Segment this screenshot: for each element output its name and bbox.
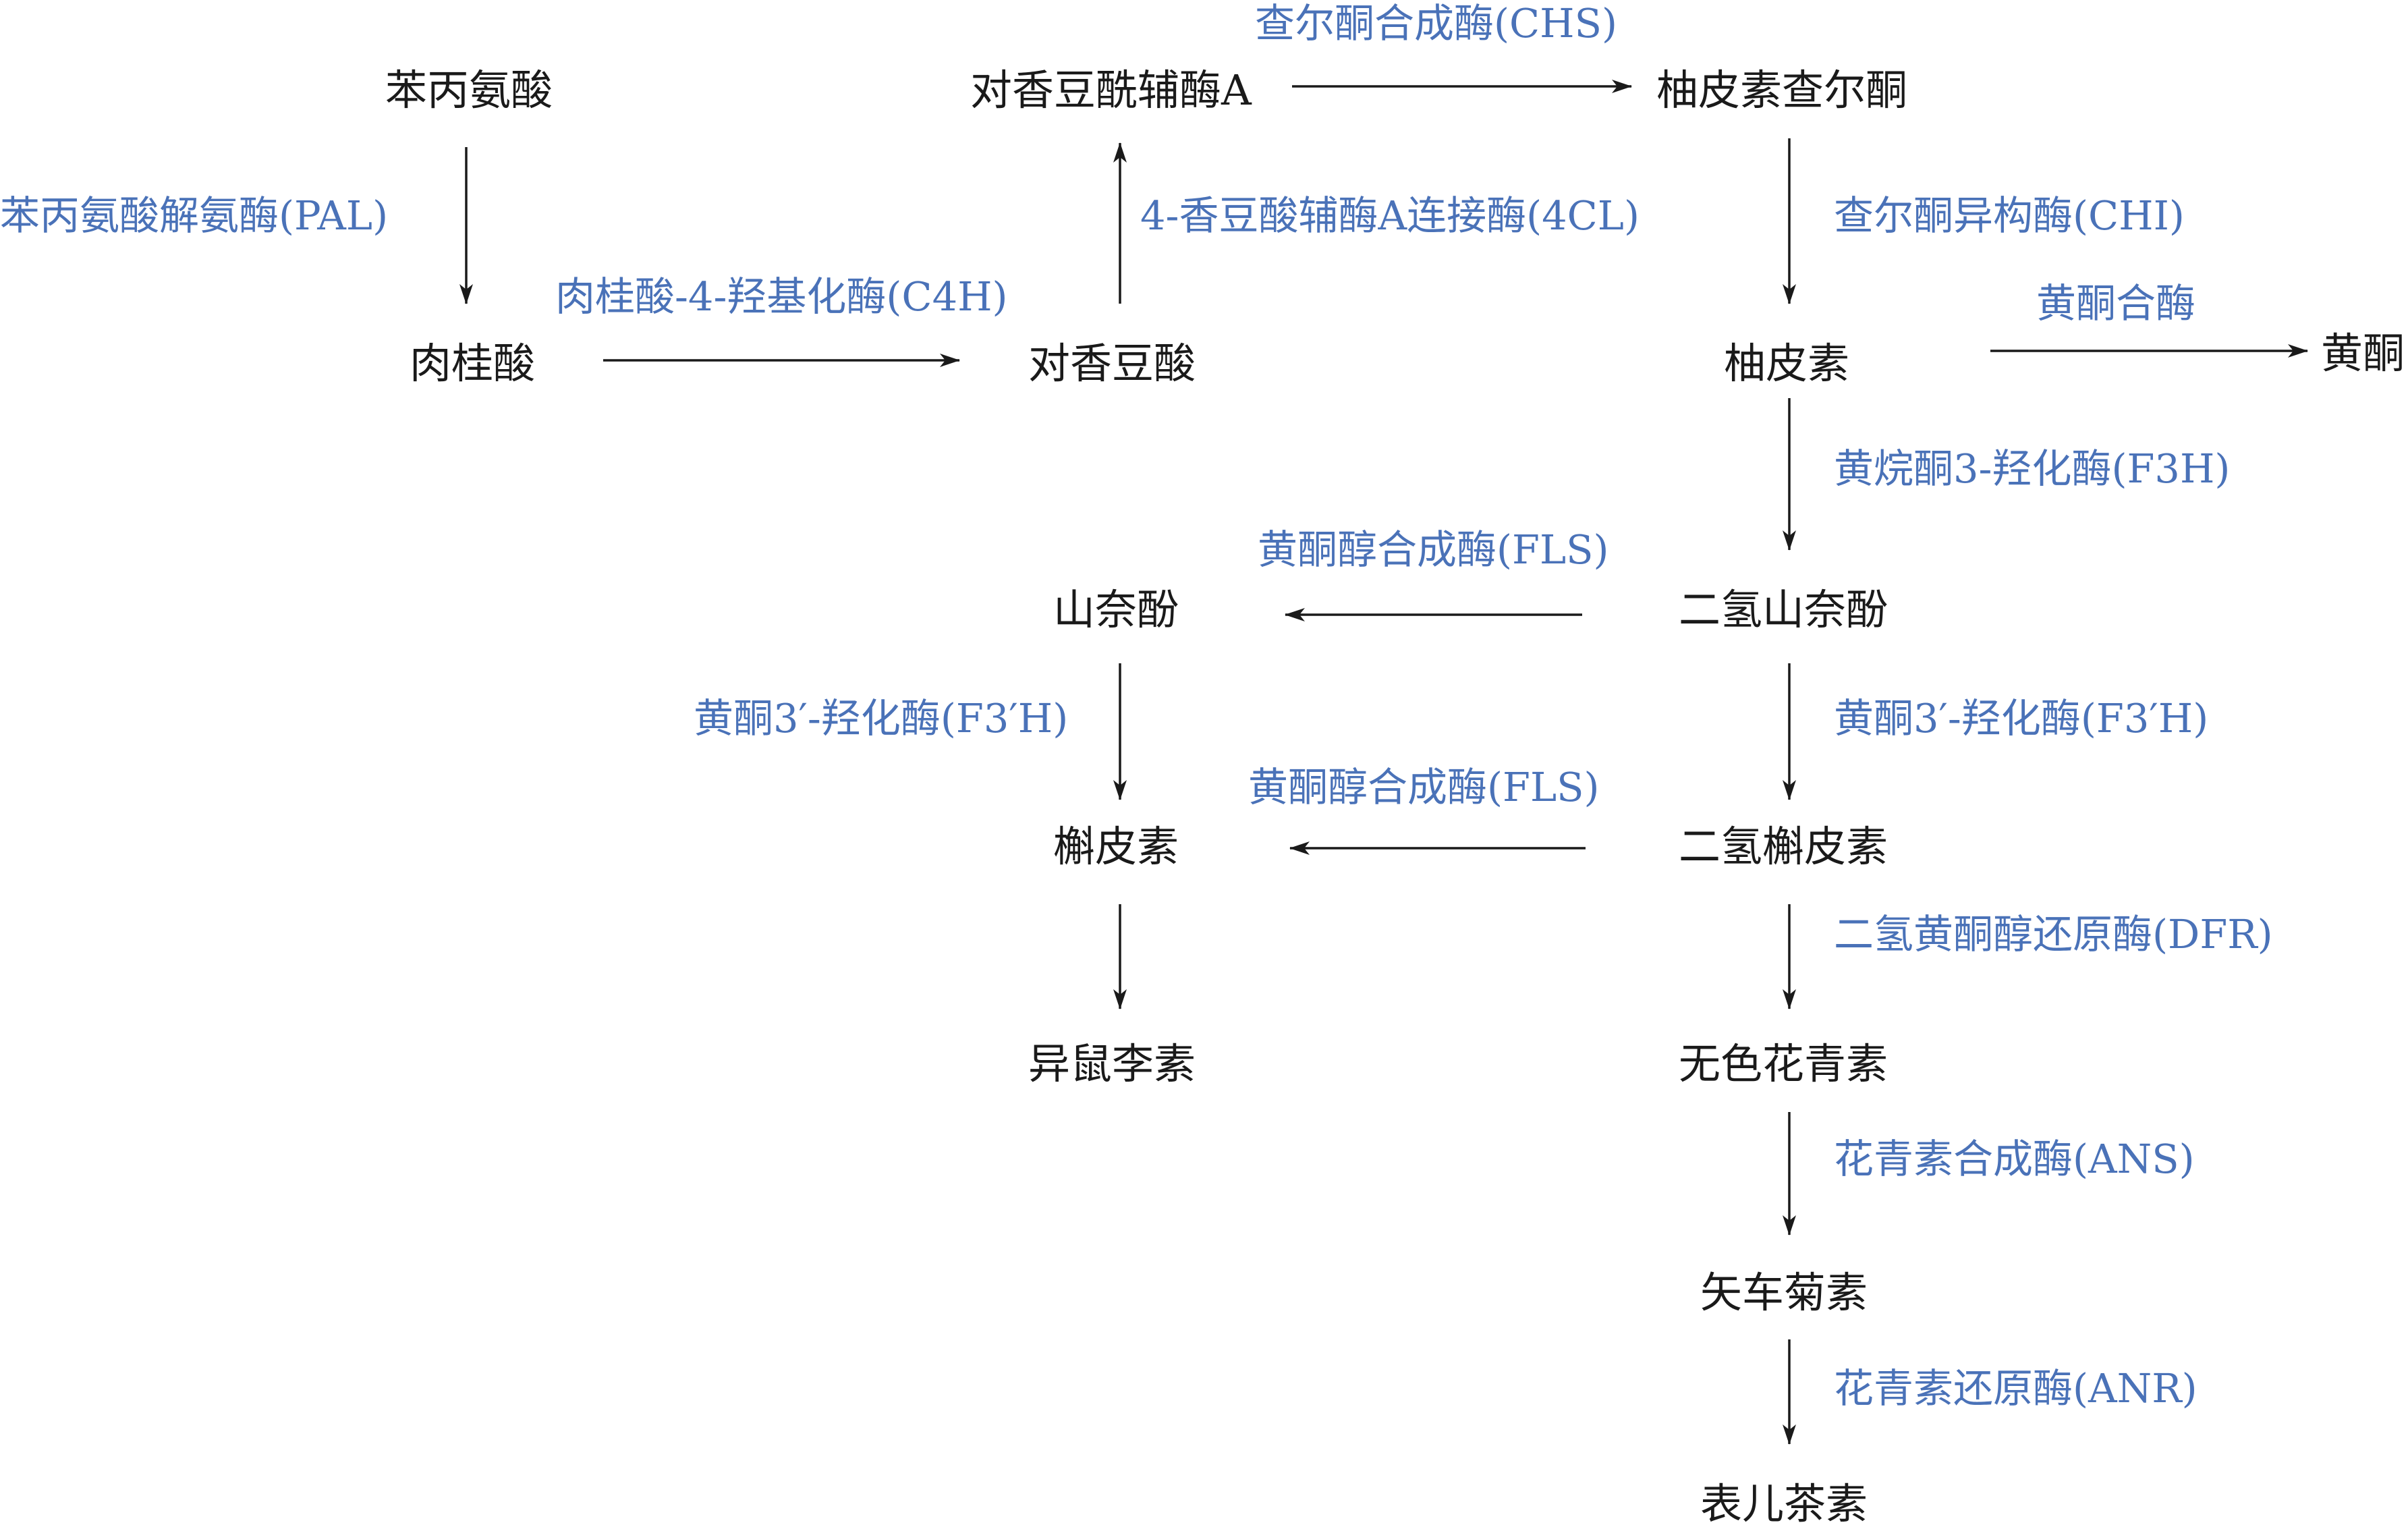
enzyme-f3prime-h-label-right: 黄酮3′-羟化酶(F3′H) [1834, 695, 2209, 742]
enzyme-fns-label: 黄酮合酶 [2036, 280, 2196, 327]
enzyme-4cl-label: 4-香豆酸辅酶A连接酶(4CL) [1140, 192, 1640, 239]
node-p-coumaroyl-coa: 对香豆酰辅酶A [970, 65, 1252, 115]
node-kaempferol: 山奈酚 [1053, 585, 1179, 634]
enzyme-f3prime-h-label-left: 黄酮3′-羟化酶(F3′H) [694, 695, 1069, 742]
node-dihydroquercetin: 二氢槲皮素 [1679, 822, 1888, 871]
enzyme-chs-label: 查尔酮合成酶(CHS) [1255, 0, 1618, 47]
enzyme-fls-label-lower: 黄酮醇合成酶(FLS) [1248, 764, 1600, 810]
node-phenylalanine: 苯丙氨酸 [385, 65, 553, 115]
node-quercetin: 槲皮素 [1053, 822, 1179, 871]
enzyme-anr-label: 花青素还原酶(ANR) [1834, 1365, 2197, 1412]
enzyme-chi-label: 查尔酮异构酶(CHI) [1834, 192, 2185, 239]
node-leucoanthocyanidin: 无色花青素 [1679, 1039, 1888, 1088]
node-isorhamnetin: 异鼠李素 [1028, 1039, 1196, 1088]
node-epicatechin: 表儿茶素 [1700, 1479, 1868, 1527]
node-cyanidin: 矢车菊素 [1700, 1268, 1868, 1317]
node-naringenin: 柚皮素 [1724, 339, 1850, 388]
node-p-coumaric-acid: 对香豆酸 [1028, 339, 1196, 388]
node-naringenin-chalcone: 柚皮素查尔酮 [1656, 65, 1908, 115]
enzyme-pal-label: 苯丙氨酸解氨酶(PAL) [0, 192, 389, 239]
enzyme-dfr-label: 二氢黄酮醇还原酶(DFR) [1834, 911, 2273, 957]
enzyme-ans-label: 花青素合成酶(ANS) [1834, 1136, 2195, 1182]
enzyme-f3h-label: 黄烷酮3-羟化酶(F3H) [1834, 445, 2231, 492]
node-flavone: 黄酮 [2321, 329, 2405, 378]
enzyme-fls-label-upper: 黄酮醇合成酶(FLS) [1258, 526, 1609, 573]
node-cinnamic-acid: 肉桂酸 [410, 339, 536, 388]
node-dihydrokaempferol: 二氢山奈酚 [1679, 585, 1888, 634]
enzyme-c4h-label: 肉桂酸-4-羟基化酶(C4H) [555, 273, 1008, 320]
